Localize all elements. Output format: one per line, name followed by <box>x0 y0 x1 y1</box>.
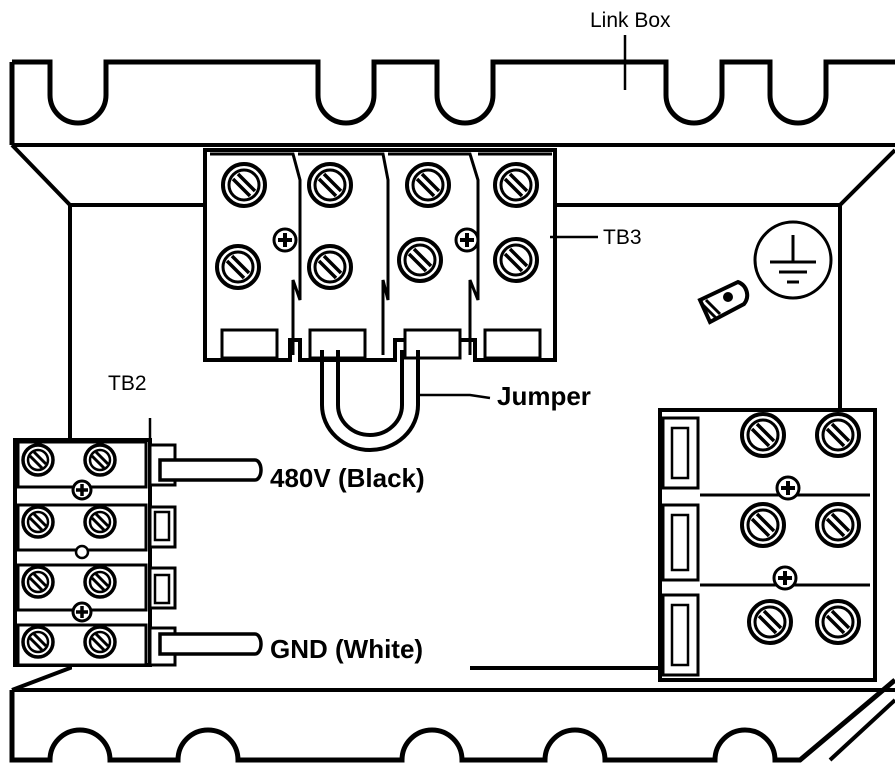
label-jumper: Jumper <box>497 381 591 411</box>
bottom-flange <box>9 678 895 763</box>
white-wire <box>158 632 263 656</box>
label-tb3: TB3 <box>603 226 642 249</box>
black-wire <box>158 458 263 482</box>
terminal-block-tb3 <box>203 148 557 362</box>
jumper-wire <box>320 350 420 452</box>
ground-lug <box>697 279 750 325</box>
label-white-wire: GND (White) <box>270 634 423 664</box>
jumper-leader <box>420 393 491 400</box>
label-link-box: Link Box <box>590 9 671 32</box>
label-black-wire: 480V (Black) <box>270 463 425 493</box>
enclosure <box>9 59 895 763</box>
ground-symbol <box>753 220 833 300</box>
label-tb2: TB2 <box>108 372 147 395</box>
terminal-block-right <box>658 408 877 682</box>
top-flange <box>12 59 895 126</box>
terminal-block-tb2 <box>13 438 177 667</box>
